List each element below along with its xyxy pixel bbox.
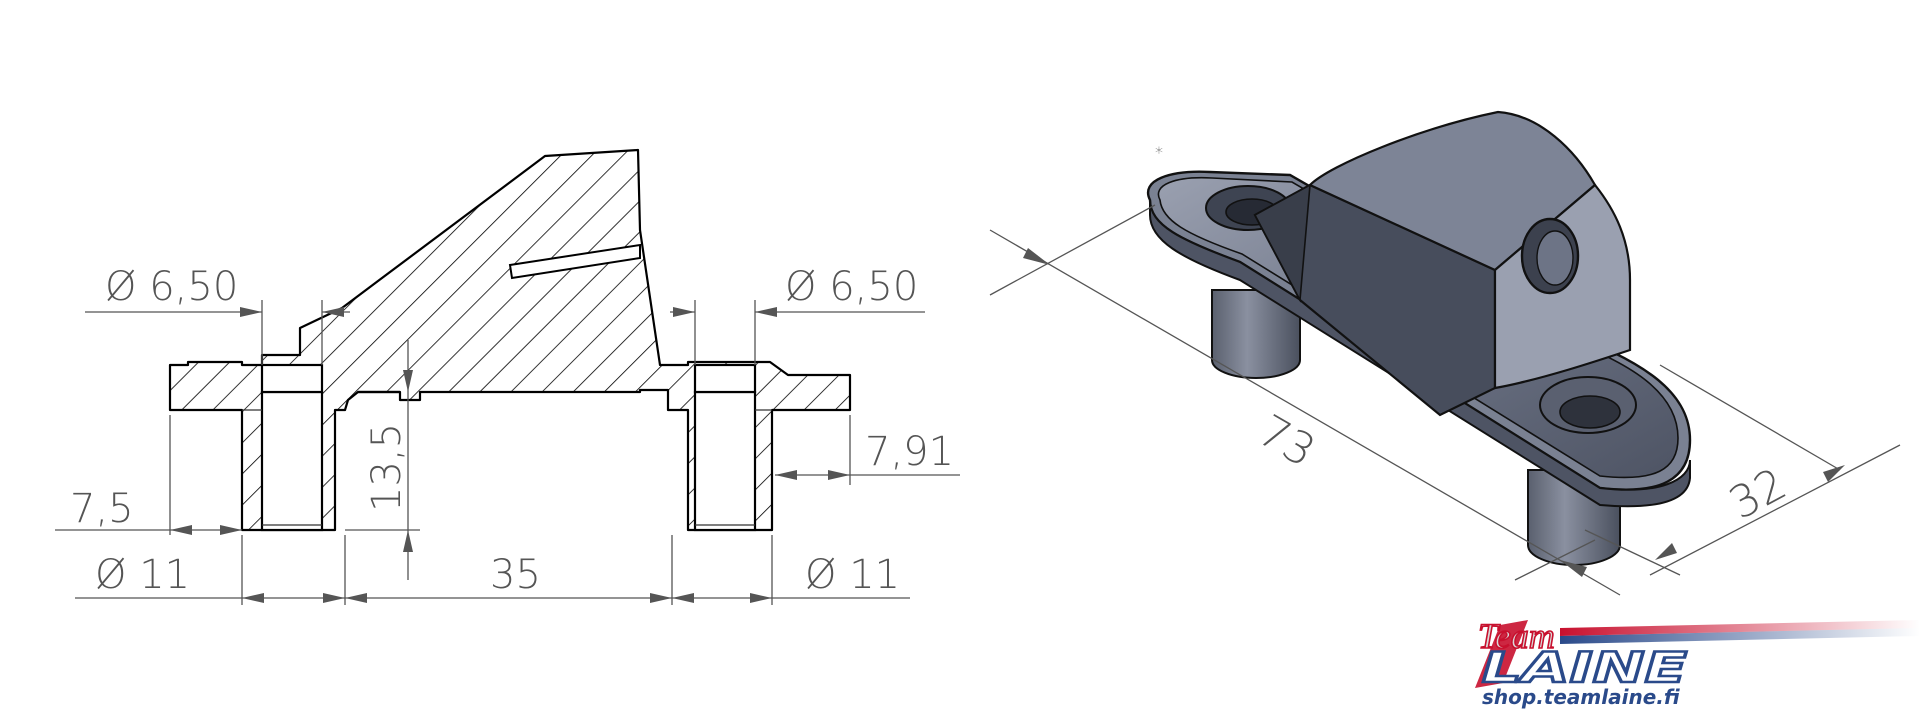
team-laine-logo: Team LAINE shop.teamlaine.fi — [1475, 615, 1920, 709]
dim-boss-dia-left: Ø 11 — [95, 552, 190, 598]
section-view — [168, 148, 852, 532]
dim-hole-spacing: 35 — [490, 552, 541, 598]
dim-flange-thickness: 7,91 — [865, 429, 954, 475]
section-dimensions — [55, 300, 960, 605]
dim-boss-dia-right: Ø 11 — [805, 552, 900, 598]
hole-left — [260, 390, 324, 532]
hole-right — [693, 390, 757, 532]
logo-shop-url: shop.teamlaine.fi — [1482, 685, 1680, 709]
dim-hole-right: Ø 6,50 — [785, 264, 918, 310]
dim-boss-height: 7,5 — [70, 486, 134, 532]
logo-team-text: Team — [1478, 616, 1555, 656]
svg-text:*: * — [1155, 143, 1163, 162]
boss-left — [1211, 289, 1301, 379]
iso-dimensions: * — [989, 143, 1901, 596]
dim-hole-left: Ø 6,50 — [105, 264, 238, 310]
logo-laine-text: LAINE — [1482, 643, 1687, 692]
section-dim-labels: Ø 6,50 Ø 6,50 7,5 13,5 7,91 Ø 11 35 Ø 11 — [70, 264, 954, 598]
section-body — [168, 148, 852, 532]
dim-width: 32 — [1721, 458, 1794, 529]
dim-center-height: 13,5 — [364, 423, 410, 512]
iso-view — [1146, 110, 1692, 566]
